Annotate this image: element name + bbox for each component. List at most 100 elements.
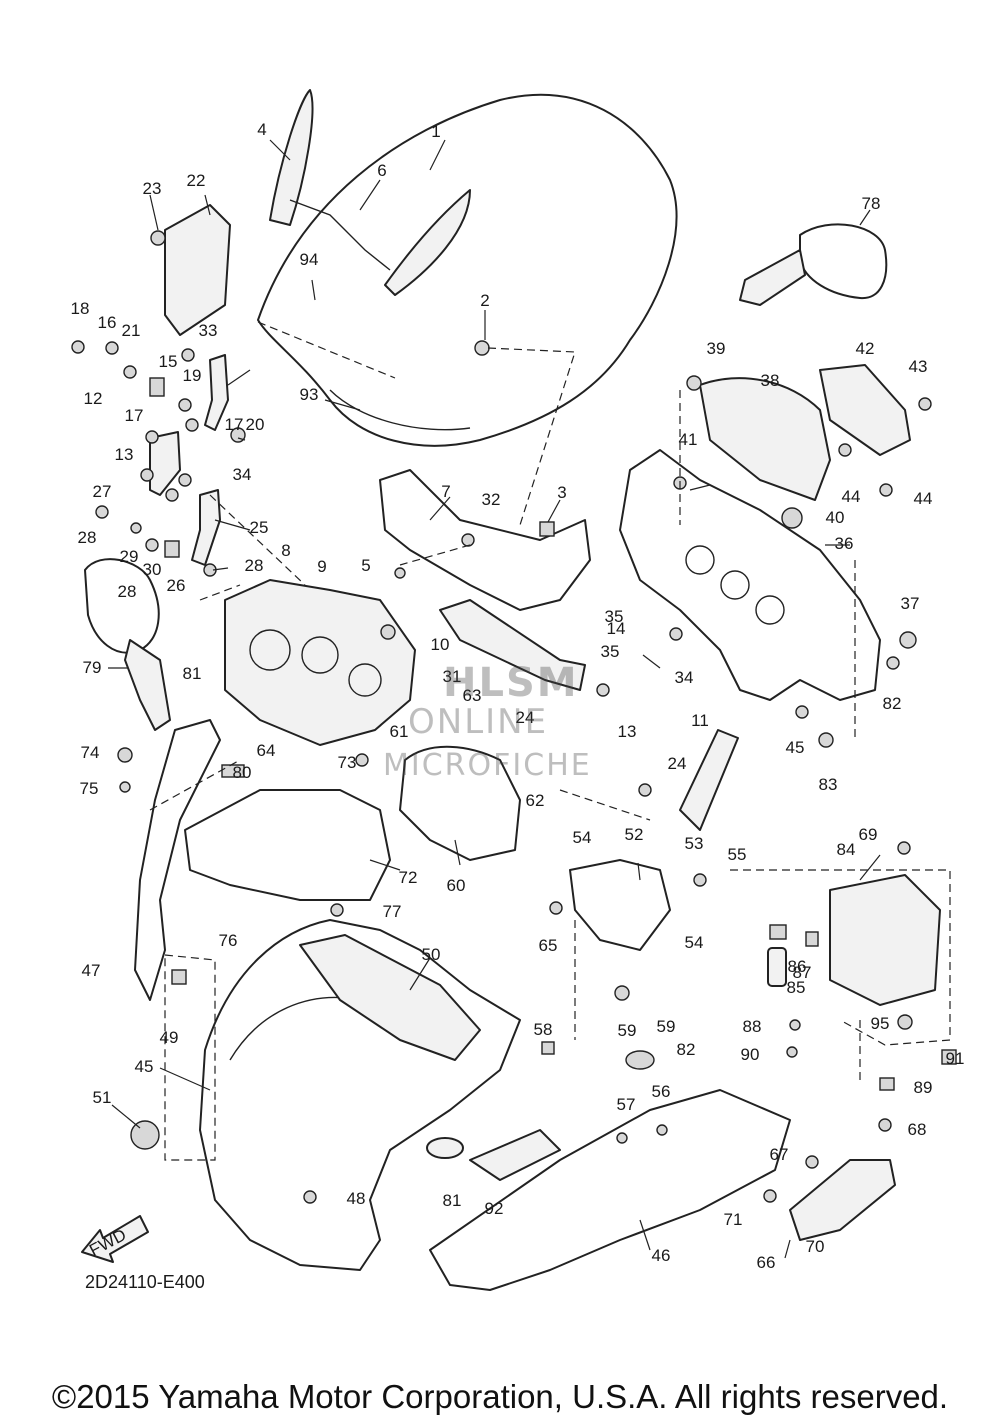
callout-63: 63 (463, 686, 482, 705)
mirror-right-stem (739, 249, 806, 306)
callout-20: 20 (246, 415, 265, 434)
callout-43: 43 (909, 357, 928, 376)
washer-18 (178, 398, 192, 412)
callout-75: 75 (80, 779, 99, 798)
clip-92 (941, 1049, 957, 1065)
callout-82: 82 (677, 1040, 696, 1059)
bolt-34b (669, 627, 683, 641)
bolt-91 (786, 1046, 798, 1058)
callout-82: 82 (883, 694, 902, 713)
callout-28: 28 (245, 556, 264, 575)
callout-83: 83 (819, 775, 838, 794)
callout-32: 32 (482, 490, 501, 509)
callout-24: 24 (668, 754, 687, 773)
callout-35: 35 (601, 642, 620, 661)
clip-59a (541, 1041, 555, 1055)
leader-lines (108, 139, 881, 1259)
screw-60 (614, 985, 630, 1001)
bolt-24b (638, 783, 652, 797)
callout-48: 48 (347, 1189, 366, 1208)
callout-18: 18 (71, 299, 90, 318)
callout-89: 89 (914, 1078, 933, 1097)
callout-35: 35 (605, 607, 624, 626)
callout-28: 28 (78, 528, 97, 547)
callout-14: 14 (607, 619, 626, 638)
callout-66: 66 (757, 1253, 776, 1272)
bolt-44b (879, 483, 893, 497)
callout-3: 3 (557, 483, 566, 502)
callout-67: 67 (770, 1145, 789, 1164)
box-85 (829, 874, 941, 1006)
screen-deflector-left (269, 89, 314, 226)
bolt-2 (474, 340, 490, 356)
callout-22: 22 (187, 171, 206, 190)
callout-77: 77 (383, 902, 402, 921)
callout-6: 6 (377, 161, 386, 180)
callout-59: 59 (618, 1021, 637, 1040)
bolt-68 (805, 1155, 819, 1169)
callout-54: 54 (685, 933, 704, 952)
collar-3 (539, 521, 555, 537)
bolt-89 (789, 1019, 801, 1031)
bolt-78 (330, 903, 344, 917)
stay-hole-2 (720, 570, 750, 600)
inner-cowl-51 (299, 934, 481, 1061)
callout-94: 94 (300, 250, 319, 269)
nut-45b (795, 705, 809, 719)
callout-13: 13 (115, 445, 134, 464)
bolt-33 (461, 533, 475, 547)
callout-10: 10 (431, 635, 450, 654)
stay-hole-3 (755, 595, 785, 625)
grommet-52 (130, 1120, 160, 1150)
nut-38 (899, 631, 917, 649)
callout-62: 62 (526, 791, 545, 810)
nut-17b (185, 418, 199, 432)
watermark-line-1: HLSM (443, 660, 579, 706)
callout-60: 60 (447, 876, 466, 895)
callout-70: 70 (806, 1237, 825, 1256)
collar-27 (164, 540, 180, 558)
screw-57 (656, 1124, 668, 1136)
callout-53: 53 (685, 834, 704, 853)
callout-45: 45 (135, 1057, 154, 1076)
callout-61: 61 (390, 722, 409, 741)
clip-90 (879, 1077, 895, 1091)
callout-37: 37 (901, 594, 920, 613)
bolt-24 (150, 230, 166, 246)
callout-52: 52 (625, 825, 644, 844)
clip-50 (171, 969, 187, 985)
callout-36: 36 (835, 534, 854, 553)
collar-15 (149, 377, 165, 397)
callout-47: 47 (82, 961, 101, 980)
callout-76: 76 (219, 931, 238, 950)
bolt-34 (181, 348, 195, 362)
bolt-10 (380, 624, 396, 640)
callout-4: 4 (257, 120, 266, 139)
clip-88 (805, 931, 819, 947)
callout-42: 42 (856, 339, 875, 358)
washer-28b (165, 488, 179, 502)
callout-17: 17 (225, 415, 244, 434)
callout-65: 65 (539, 936, 558, 955)
forward-direction-badge: FWD (81, 1215, 149, 1263)
nut-84 (818, 732, 834, 748)
callout-93: 93 (300, 385, 319, 404)
washer-29 (130, 522, 142, 534)
callout-34: 34 (675, 668, 694, 687)
callout-80: 80 (233, 763, 252, 782)
callout-11: 11 (691, 711, 709, 730)
stay-23 (204, 354, 229, 431)
screw-66 (549, 901, 563, 915)
clip-65 (221, 764, 245, 778)
callout-84: 84 (837, 840, 856, 859)
callout-19: 19 (183, 366, 202, 385)
panel-93 (469, 1129, 561, 1181)
callout-72: 72 (399, 868, 418, 887)
stay-hole-1 (685, 545, 715, 575)
callout-25: 25 (250, 518, 269, 537)
headlight-lens-1 (249, 629, 291, 671)
washer-30 (145, 538, 159, 552)
main-stay-36 (619, 449, 881, 701)
